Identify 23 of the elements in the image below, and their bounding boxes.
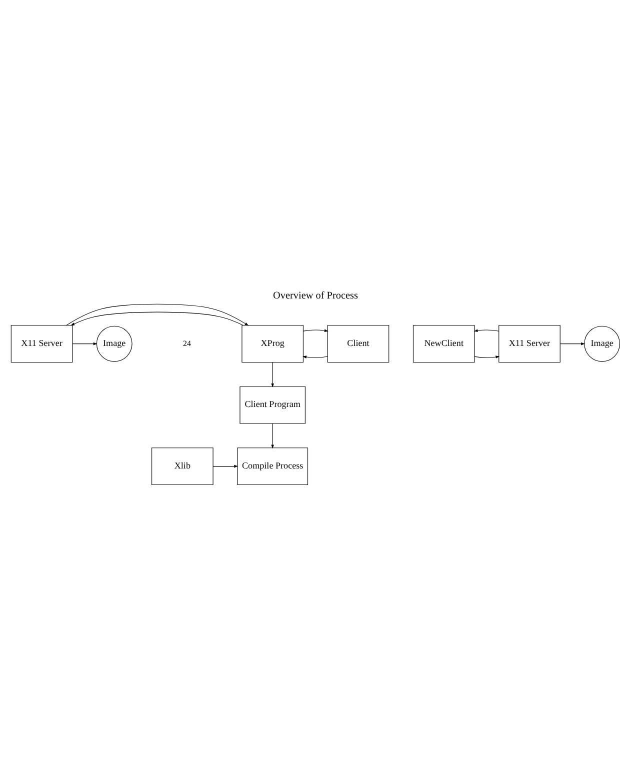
arrow bbox=[474, 329, 500, 332]
arrow bbox=[70, 312, 244, 326]
node-circle: Image bbox=[584, 326, 620, 362]
node-circle: Image bbox=[96, 326, 132, 362]
label: 24 bbox=[183, 338, 191, 348]
node-box: Compile Process bbox=[237, 448, 308, 486]
arrow bbox=[66, 304, 249, 326]
node-box: Client bbox=[327, 325, 390, 363]
arrow bbox=[303, 329, 328, 332]
arrow bbox=[72, 342, 98, 346]
arrow bbox=[474, 356, 500, 358]
arrow bbox=[212, 464, 238, 468]
arrow bbox=[271, 423, 274, 449]
arrow bbox=[560, 342, 586, 346]
node-box: XProg bbox=[242, 325, 304, 363]
arrow bbox=[302, 356, 328, 358]
node-box: Client Program bbox=[240, 386, 306, 424]
node-box: Xlib bbox=[152, 448, 214, 486]
diagram-title: Overview of Process bbox=[273, 290, 358, 302]
node-box: X11 Server bbox=[498, 325, 560, 363]
arrow bbox=[271, 362, 274, 388]
node-box: NewClient bbox=[412, 325, 475, 363]
node-box: X11 Server bbox=[10, 325, 73, 363]
